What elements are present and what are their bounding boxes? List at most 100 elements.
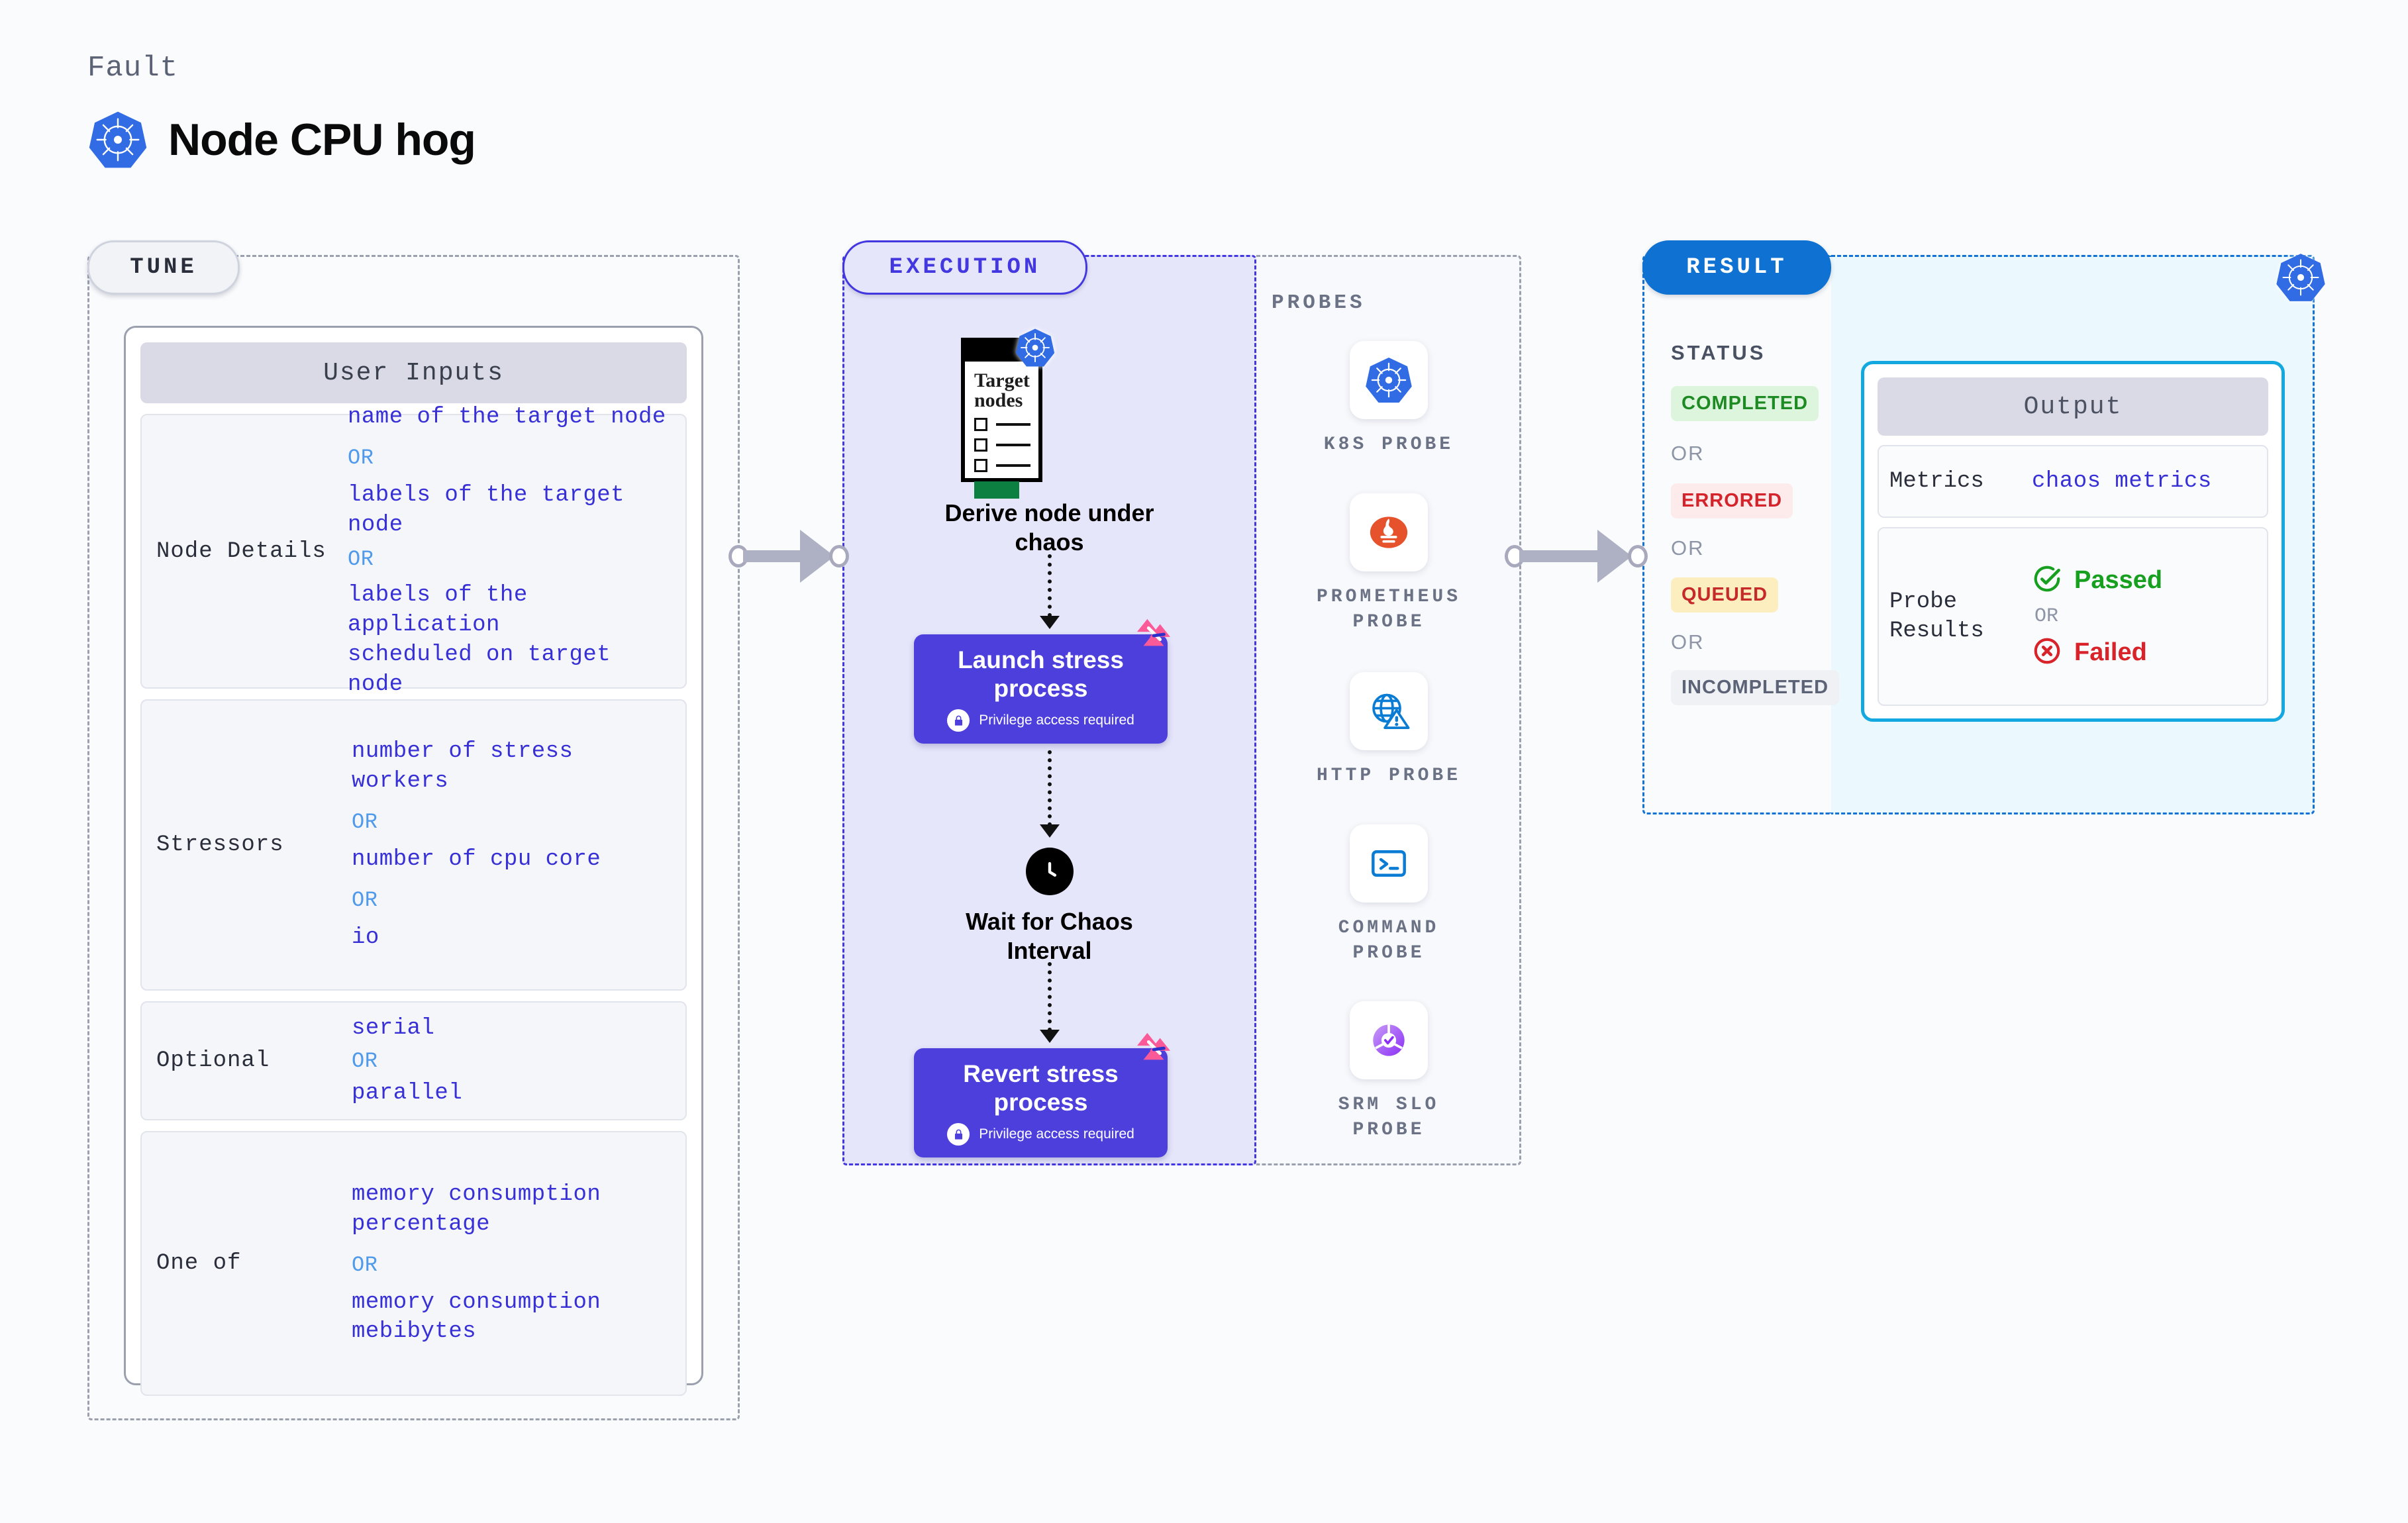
result-panel <box>1642 255 1831 814</box>
probe-result-separator: OR <box>2034 605 2059 628</box>
checkbox-icon <box>974 438 987 452</box>
output-card-header: Output <box>1878 377 2268 436</box>
kubernetes-icon <box>1350 341 1428 419</box>
tune-row-stressors: Stressors number of stress workers OR nu… <box>140 699 687 991</box>
step-card-title: Launch stress process <box>958 646 1124 702</box>
output-row-value: chaos metrics <box>2032 469 2212 494</box>
connector-tune-to-execution <box>728 530 858 583</box>
step-caption-wait-for-chaos-interval: Wait for Chaos Interval <box>966 908 1133 964</box>
line-placeholder <box>996 423 1030 426</box>
probe-item-k8s[interactable]: K8S PROBE <box>1256 341 1521 458</box>
tune-value: number of cpu core <box>352 847 601 872</box>
checkbox-icon <box>974 459 987 472</box>
kubernetes-icon <box>2275 252 2327 303</box>
status-badge-queued: QUEUED <box>1671 577 1779 613</box>
status-badge-completed: COMPLETED <box>1671 386 1819 421</box>
tune-separator: OR <box>352 1048 378 1073</box>
output-card: Output Metrics chaos metrics Probe Resul… <box>1861 361 2285 722</box>
tune-row-label: Optional <box>156 1048 270 1073</box>
status-separator: OR <box>1671 630 1705 654</box>
chaos-badge-icon <box>1136 618 1171 646</box>
tune-separator: OR <box>348 446 374 471</box>
connector-bar <box>743 550 816 562</box>
probe-result-passed: Passed <box>2032 564 2256 597</box>
tune-row-node-details: Node Details name of the target node OR … <box>140 405 687 697</box>
probe-result-failed: Failed <box>2032 636 2256 669</box>
execution-chip-label: EXECUTION <box>842 240 1087 295</box>
tune-chip-label: TUNE <box>87 240 240 295</box>
tune-separator: OR <box>352 887 378 912</box>
green-bar <box>974 481 1019 499</box>
tune-value: labels of the application scheduled on t… <box>348 583 611 697</box>
probe-item-srm-slo[interactable]: SRM SLO PROBE <box>1256 1001 1521 1143</box>
checkbox-row <box>974 438 1038 452</box>
output-row-metrics: Metrics chaos metrics <box>1878 445 2268 518</box>
lock-icon <box>947 709 970 732</box>
probe-label: K8S PROBE <box>1323 434 1454 455</box>
x-circle-icon <box>2032 636 2062 669</box>
checkbox-icon <box>974 418 987 431</box>
tune-panel <box>87 255 740 1420</box>
chaos-badge-icon <box>1136 1032 1171 1060</box>
prometheus-icon <box>1350 493 1428 571</box>
tune-separator: OR <box>352 1252 378 1277</box>
flow-connector-dots <box>1047 962 1052 1032</box>
tune-value: labels of the target node <box>348 483 625 538</box>
target-nodes-title: Target nodes <box>974 369 1030 411</box>
kubernetes-icon <box>87 109 148 170</box>
step-card-revert-stress-process[interactable]: Revert stress process Privilege access r… <box>914 1032 1171 1158</box>
result-chip-label: RESULT <box>1642 240 1831 295</box>
flow-connector-dots <box>1047 554 1052 617</box>
globe-warning-icon <box>1350 672 1428 750</box>
probe-label: HTTP PROBE <box>1316 765 1462 786</box>
line-placeholder <box>996 444 1030 446</box>
checkbox-row <box>974 459 1038 472</box>
fault-title-row: Node CPU hog <box>87 109 476 170</box>
output-row-label: Probe Results <box>1889 589 1984 644</box>
tune-row-label: Node Details <box>156 538 326 564</box>
probe-item-command[interactable]: COMMAND PROBE <box>1256 824 1521 966</box>
execution-flow: Target nodes Derive node under chaos <box>842 255 1256 1165</box>
connector-bar <box>1519 550 1611 562</box>
step-card-launch-stress-process[interactable]: Launch stress process Privilege access r… <box>914 618 1171 744</box>
connector-end-dot <box>1628 545 1648 567</box>
tune-row-label: One of <box>156 1251 242 1276</box>
check-circle-icon <box>2032 564 2062 597</box>
page-title: Node CPU hog <box>168 115 476 165</box>
tune-value: memory consumption mebibytes <box>352 1289 601 1345</box>
output-row-probe-results: Probe Results Passed OR <box>1878 527 2268 706</box>
target-nodes-illustration: Target nodes <box>961 328 1055 499</box>
step-card-subtitle: Privilege access required <box>979 1126 1134 1142</box>
probe-item-http[interactable]: HTTP PROBE <box>1256 672 1521 789</box>
checkbox-row <box>974 418 1038 431</box>
status-separator: OR <box>1671 442 1705 465</box>
fault-eyebrow-label: Fault <box>87 52 179 85</box>
status-separator: OR <box>1671 536 1705 560</box>
tune-value: parallel <box>352 1080 463 1106</box>
flow-arrowhead <box>1039 1030 1060 1043</box>
tune-row-optional: Optional serial OR parallel <box>140 1001 687 1120</box>
tune-separator: OR <box>352 810 378 834</box>
clock-icon <box>1025 848 1074 895</box>
status-section-title: STATUS <box>1671 341 1766 364</box>
probe-label: SRM SLO PROBE <box>1338 1095 1440 1140</box>
kubernetes-icon <box>1015 327 1056 368</box>
step-card-title: Revert stress process <box>963 1060 1119 1116</box>
tune-value: io <box>352 924 379 950</box>
user-inputs-card: User Inputs Node Details name of the tar… <box>124 326 703 1396</box>
lock-icon <box>947 1123 970 1146</box>
tune-value: memory consumption percentage <box>352 1181 601 1237</box>
tune-value: name of the target node <box>348 405 666 430</box>
flow-arrowhead <box>1039 616 1060 629</box>
connector-arrowhead <box>800 530 834 583</box>
line-placeholder <box>996 464 1030 467</box>
probe-label: PROMETHEUS PROBE <box>1316 587 1462 632</box>
probe-label: COMMAND PROBE <box>1338 918 1440 963</box>
slo-gauge-icon <box>1350 1001 1428 1079</box>
tune-value: serial <box>352 1015 435 1041</box>
probe-item-prometheus[interactable]: PROMETHEUS PROBE <box>1256 493 1521 635</box>
tune-row-one-of: One of memory consumption percentage OR … <box>140 1131 687 1396</box>
connector-arrowhead <box>1597 530 1632 583</box>
probe-result-label: Passed <box>2074 566 2163 594</box>
flow-connector-dots <box>1047 750 1052 826</box>
